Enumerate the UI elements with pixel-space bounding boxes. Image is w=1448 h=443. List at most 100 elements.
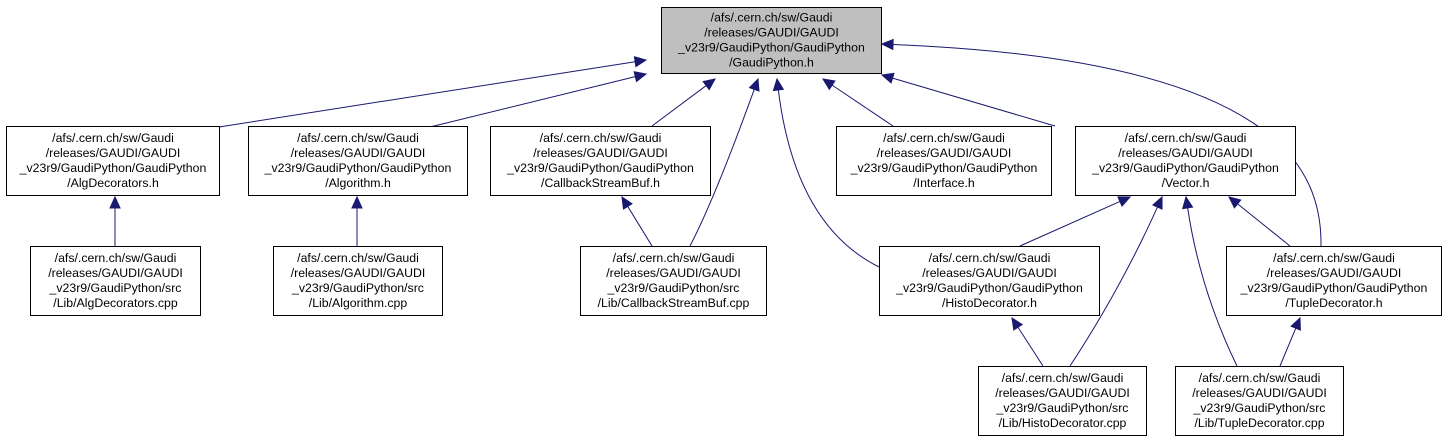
edge-line <box>777 89 880 268</box>
edge-line <box>892 77 1056 127</box>
edge-algorithm_h-to-gaudipython_h <box>429 71 648 128</box>
node-callbackstreambuf-h[interactable]: /afs/.cern.ch/sw/Gaudi/releases/GAUDI/GA… <box>490 126 711 196</box>
node-label-line: /Lib/AlgDecorators.cpp <box>53 296 178 310</box>
node-vector-h[interactable]: /afs/.cern.ch/sw/Gaudi/releases/GAUDI/GA… <box>1075 126 1296 196</box>
node-box <box>580 246 767 316</box>
node-label-line: _v23r9/GaudiPython/GaudiPython <box>506 161 694 175</box>
arrowhead-icon <box>1152 195 1163 210</box>
arrowhead-icon <box>821 78 836 91</box>
node-label-line: /releases/GAUDI/GAUDI <box>704 26 839 40</box>
node-label-line: /Lib/CallbackStreamBuf.cpp <box>598 296 750 310</box>
edge-callbackstreambuf_cpp-to-gaudipython_h <box>689 77 760 247</box>
node-label-line: /afs/.cern.ch/sw/Gaudi <box>1125 131 1247 145</box>
edge-line <box>1019 201 1121 247</box>
node-label-line: _v23r9/GaudiPython/src <box>1193 401 1326 415</box>
node-callbackstreambuf-cpp[interactable]: /afs/.cern.ch/sw/Gaudi/releases/GAUDI/GA… <box>580 246 767 316</box>
node-label-line: /TupleDecorator.h <box>1285 296 1382 310</box>
node-label-line: /Lib/TupleDecorator.cpp <box>1194 416 1324 430</box>
node-label-line: /afs/.cern.ch/sw/Gaudi <box>1199 371 1321 385</box>
arrowhead-icon <box>1181 195 1194 210</box>
node-label-line: /releases/GAUDI/GAUDI <box>995 386 1130 400</box>
node-label-line: /Vector.h <box>1162 176 1210 190</box>
node-label-line: /afs/.cern.ch/sw/Gaudi <box>540 131 662 145</box>
node-label-line: /releases/GAUDI/GAUDI <box>291 266 426 280</box>
node-label-line: /releases/GAUDI/GAUDI <box>1118 146 1253 160</box>
node-label-line: _v23r9/GaudiPython/GaudiPython <box>677 41 865 55</box>
node-box <box>273 246 443 316</box>
node-histodecorator-h[interactable]: /afs/.cern.ch/sw/Gaudi/releases/GAUDI/GA… <box>879 246 1100 316</box>
node-label-line: /releases/GAUDI/GAUDI <box>922 266 1057 280</box>
node-label-line: /HistoDecorator.h <box>942 296 1037 310</box>
edge-histodecorator_cpp-to-vector_h <box>1069 195 1163 367</box>
edge-line <box>651 85 707 127</box>
edge-line <box>1279 327 1297 367</box>
node-box <box>30 246 201 316</box>
node-label-line: /releases/GAUDI/GAUDI <box>46 146 181 160</box>
node-label-line: /afs/.cern.ch/sw/Gaudi <box>613 251 735 265</box>
arrowhead-icon <box>748 77 760 92</box>
node-label-line: /releases/GAUDI/GAUDI <box>1192 386 1327 400</box>
edge-line <box>1237 203 1291 247</box>
node-label-line: /GaudiPython.h <box>729 56 814 70</box>
node-histodecorator-cpp[interactable]: /afs/.cern.ch/sw/Gaudi/releases/GAUDI/GA… <box>978 366 1147 436</box>
node-box <box>1226 246 1442 316</box>
node-box <box>978 366 1147 436</box>
edge-histodecorator_cpp-to-histodecorator_h <box>1011 316 1044 367</box>
node-label-line: /CallbackStreamBuf.h <box>541 176 660 190</box>
node-label-line: /afs/.cern.ch/sw/Gaudi <box>883 131 1005 145</box>
edge-line <box>218 61 636 128</box>
arrowhead-icon <box>1117 196 1132 207</box>
node-label-line: _v23r9/GaudiPython/GaudiPython <box>1091 161 1279 175</box>
node-box <box>836 126 1052 196</box>
arrowhead-icon <box>702 78 716 91</box>
node-label-line: _v23r9/GaudiPython/GaudiPython <box>19 161 207 175</box>
node-label-line: _v23r9/GaudiPython/src <box>996 401 1129 415</box>
node-tupledecorator-h[interactable]: /afs/.cern.ch/sw/Gaudi/releases/GAUDI/GA… <box>1226 246 1442 316</box>
edge-algdecorators_h-to-gaudipython_h <box>218 56 648 128</box>
arrowhead-icon <box>1290 316 1301 331</box>
node-label-line: _v23r9/GaudiPython/src <box>607 281 740 295</box>
node-box <box>6 126 220 196</box>
edge-tupledecorator_cpp-to-tupledecorator_h <box>1279 316 1301 367</box>
arrowhead-icon <box>633 56 648 68</box>
node-algdecorators-h[interactable]: /afs/.cern.ch/sw/Gaudi/releases/GAUDI/GA… <box>6 126 220 196</box>
edge-layer <box>109 38 1322 367</box>
node-label-line: _v23r9/GaudiPython/GaudiPython <box>850 161 1038 175</box>
node-label-line: /afs/.cern.ch/sw/Gaudi <box>929 251 1051 265</box>
node-label-line: _v23r9/GaudiPython/src <box>291 281 424 295</box>
edge-line <box>892 43 1322 247</box>
arrowhead-icon <box>772 77 785 92</box>
arrowhead-icon <box>880 38 894 51</box>
edge-tupledecorator_cpp-to-vector_h <box>1181 195 1238 367</box>
node-label-line: _v23r9/GaudiPython/GaudiPython <box>895 281 1083 295</box>
node-label-line: _v23r9/GaudiPython/GaudiPython <box>264 161 452 175</box>
node-label-line: _v23r9/GaudiPython/src <box>49 281 182 295</box>
edge-interface_h-to-gaudipython_h <box>821 78 894 127</box>
node-interface-h[interactable]: /afs/.cern.ch/sw/Gaudi/releases/GAUDI/GA… <box>836 126 1052 196</box>
edge-callbackstreambuf_cpp-to-callbackstreambuf_h <box>621 195 653 247</box>
edge-histodecorator_h-to-vector_h <box>1019 196 1132 247</box>
node-label-line: /afs/.cern.ch/sw/Gaudi <box>1002 371 1124 385</box>
node-label-line: /releases/GAUDI/GAUDI <box>48 266 183 280</box>
node-algdecorators-cpp[interactable]: /afs/.cern.ch/sw/Gaudi/releases/GAUDI/GA… <box>30 246 201 316</box>
node-label-line: /Interface.h <box>913 176 975 190</box>
node-box <box>661 7 882 74</box>
node-tupledecorator-cpp[interactable]: /afs/.cern.ch/sw/Gaudi/releases/GAUDI/GA… <box>1175 366 1344 436</box>
node-label-line: /Algorithm.h <box>325 176 391 190</box>
node-algorithm-h[interactable]: /afs/.cern.ch/sw/Gaudi/releases/GAUDI/GA… <box>248 126 468 196</box>
node-label-line: _v23r9/GaudiPython/GaudiPython <box>1240 281 1428 295</box>
node-layer: /afs/.cern.ch/sw/Gaudi/releases/GAUDI/GA… <box>6 7 1442 436</box>
node-gaudipython-h[interactable]: /afs/.cern.ch/sw/Gaudi/releases/GAUDI/GA… <box>661 7 882 74</box>
node-label-line: /AlgDecorators.h <box>67 176 159 190</box>
arrowhead-icon <box>351 195 363 209</box>
arrowhead-icon <box>633 71 648 83</box>
node-label-line: /afs/.cern.ch/sw/Gaudi <box>297 251 419 265</box>
node-box <box>1075 126 1296 196</box>
node-label-line: /afs/.cern.ch/sw/Gaudi <box>52 131 174 145</box>
edge-line <box>1017 326 1044 367</box>
edge-tupledecorator_h-to-vector_h <box>1228 196 1291 247</box>
arrowhead-icon <box>880 72 895 84</box>
node-label-line: /releases/GAUDI/GAUDI <box>291 146 426 160</box>
node-algorithm-cpp[interactable]: /afs/.cern.ch/sw/Gaudi/releases/GAUDI/GA… <box>273 246 443 316</box>
